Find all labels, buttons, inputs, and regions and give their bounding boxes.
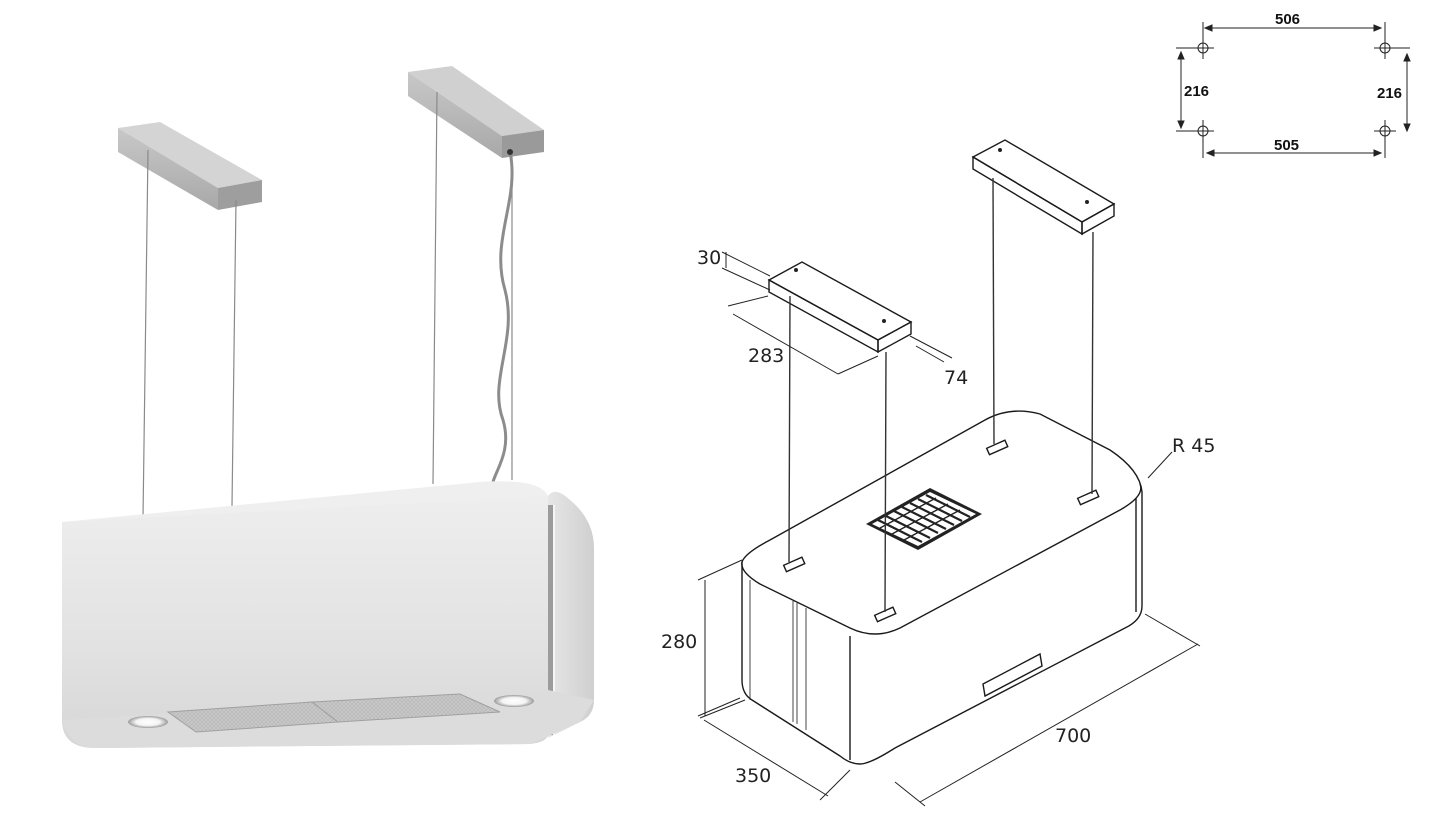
- dim-hood-depth: 350: [735, 765, 771, 787]
- dim-bracket-height: 30: [697, 247, 721, 269]
- lamp-left: [128, 716, 168, 728]
- dim-holes-bottom: 505: [1274, 137, 1299, 154]
- dim-holes-right: 216: [1377, 85, 1402, 102]
- drawing-bracket-right: [971, 139, 1116, 236]
- dimension-labels: 30 283 74 R 45 280 350 700: [661, 247, 1215, 787]
- dim-hood-length: 700: [1055, 725, 1091, 747]
- power-cable: [491, 151, 514, 483]
- dimension-lines: [697, 251, 1201, 807]
- hood-outline: [741, 410, 1143, 765]
- suspension-cables: [142, 91, 513, 519]
- drawing-cables: [788, 177, 1094, 613]
- dim-holes-top: 506: [1275, 11, 1300, 28]
- technical-drawing: 30 283 74 R 45 280 350 700: [661, 139, 1215, 807]
- hole-layout: 506 505 216 216: [1176, 11, 1411, 158]
- dim-bracket-width: 74: [944, 367, 968, 389]
- dim-bracket-length: 283: [748, 345, 784, 367]
- hood-body: [62, 481, 594, 748]
- ceiling-bracket-right: [408, 66, 544, 158]
- dim-corner-radius: R 45: [1172, 435, 1215, 457]
- hood-render: [62, 66, 594, 748]
- dim-hood-height: 280: [661, 631, 697, 653]
- top-grille: [866, 488, 982, 550]
- lamp-right: [494, 695, 534, 707]
- ceiling-bracket-left: [118, 122, 262, 210]
- drawing-bracket-left: [767, 261, 913, 354]
- dim-holes-left: 216: [1184, 83, 1209, 100]
